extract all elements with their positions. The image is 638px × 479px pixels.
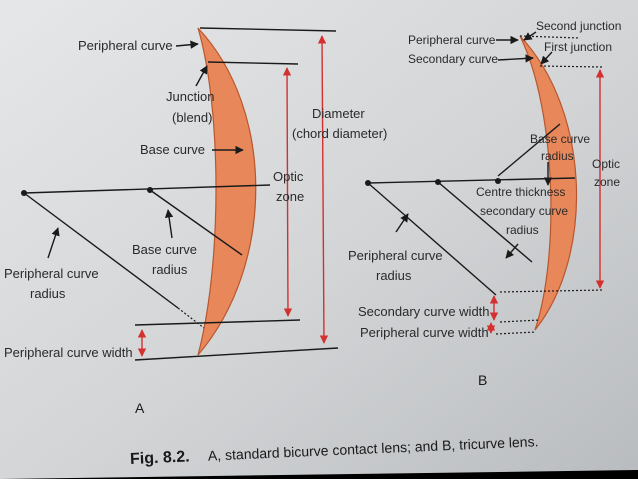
label-secondary-radius-b: radius — [506, 223, 539, 237]
secondary-radius-pointer-b — [505, 243, 519, 259]
label-peripheral-curve-width-b: Peripheral curve width — [360, 325, 489, 340]
peripheral-radius-line-b — [367, 182, 497, 296]
axis-line-a — [23, 184, 271, 194]
label-peripheral-radius-b: radius — [376, 268, 412, 283]
label-radius-b: radius — [541, 149, 574, 163]
label-optic-a: Optic — [273, 169, 304, 184]
peripheral-center-dot-a — [21, 190, 27, 196]
second-junction-pointer-b — [523, 31, 537, 41]
label-peripheral-radius-a: radius — [30, 286, 66, 301]
optic-bottom-dotted-b — [499, 289, 604, 293]
base-radius-line-a — [149, 189, 243, 256]
label-peripheral-curve-width-a: Peripheral curve width — [4, 345, 133, 360]
bottom-line-a — [134, 347, 339, 361]
axis-line-b — [367, 177, 576, 184]
first-junction-pointer-b — [540, 51, 553, 65]
base-center-dot-b — [495, 178, 501, 184]
label-base-curve-a: Base curve — [140, 142, 205, 157]
diagram-b: Second junction First junction Periphera… — [348, 19, 621, 388]
label-secondary-curve-b: Secondary curve — [408, 52, 498, 66]
label-first-junction-b: First junction — [544, 40, 612, 54]
diagram-a: Peripheral curve Junction (blend) Base c… — [4, 27, 387, 416]
panel-label-a: A — [135, 400, 145, 416]
optic-top-line-a — [207, 61, 299, 65]
label-diameter-a: Diameter — [312, 106, 365, 121]
base-radius-line-b — [497, 123, 561, 177]
label-centre-thickness-b: Centre thickness — [476, 185, 565, 199]
label-optic-b: Optic — [592, 157, 620, 171]
label-base-curve-radius-a: Base curve — [132, 242, 197, 257]
label-junction-a: Junction — [166, 89, 214, 104]
optic-zone-arrow-a — [282, 67, 293, 317]
bottom-dotted-b — [495, 331, 537, 335]
optic-bottom-line-a — [134, 319, 301, 326]
peripheral-center-dot-b — [365, 180, 371, 186]
label-peripheral-curve-b: Peripheral curve — [408, 33, 496, 47]
secondary-curve-pointer-b — [497, 54, 534, 63]
peripheral-radius-pointer-b — [395, 213, 409, 233]
lens-b — [519, 35, 578, 331]
label-radius-a: radius — [152, 262, 188, 277]
label-peripheral-curve-radius-b: Peripheral curve — [348, 248, 443, 263]
label-peripheral-curve-radius-a: Peripheral curve — [4, 266, 99, 281]
label-secondary-curve-radius-b: secondary curve — [480, 204, 568, 218]
secondary-center-dot-b — [435, 179, 441, 185]
label-base-curve-radius-b: Base curve — [530, 132, 590, 146]
label-chord-diameter-a: (chord diameter) — [292, 126, 387, 141]
secondary-width-dotted-b — [499, 319, 541, 323]
peripheral-radius-line-a — [23, 192, 179, 309]
label-zone-b: zone — [594, 175, 620, 189]
peripheral-radius-pointer-a — [47, 227, 60, 259]
lens-a — [197, 27, 257, 356]
caption-fig-number: Fig. 8.2. — [130, 448, 190, 468]
panel-label-b: B — [478, 372, 487, 388]
label-peripheral-curve-a: Peripheral curve — [78, 38, 173, 53]
peripheral-curve-pointer-a — [175, 40, 199, 49]
secondary-radius-line-b — [437, 181, 533, 263]
top-line-a — [199, 27, 337, 32]
diameter-arrow-a — [317, 35, 329, 344]
label-blend-a: (blend) — [172, 110, 212, 125]
label-zone-a: zone — [276, 189, 304, 204]
label-secondary-curve-width-b: Secondary curve width — [358, 304, 490, 319]
peripheral-radius-dashed-a — [177, 307, 205, 329]
base-center-dot-a — [147, 187, 153, 193]
base-radius-pointer-a — [164, 209, 174, 239]
junction-pointer-a — [195, 65, 208, 87]
label-second-junction-b: Second junction — [536, 19, 621, 33]
